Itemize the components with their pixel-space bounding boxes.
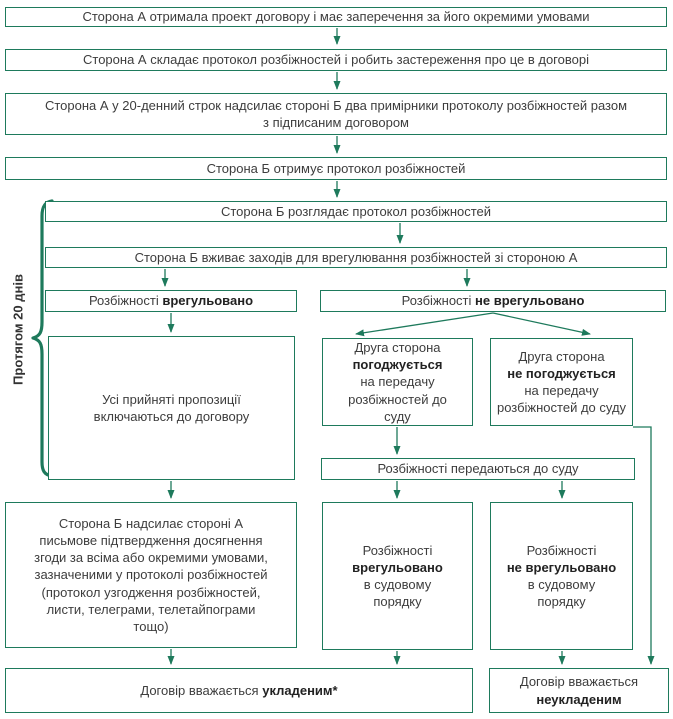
node-text: Договір вважається неукладеним (519, 674, 639, 707)
node-text: Сторона Б отримує протокол розбіжностей (206, 160, 466, 176)
node-contract-concluded: Договір вважається укладеним* (5, 668, 473, 713)
node-unresolved-in-court: Розбіжності не врегульовано в судовому п… (490, 502, 633, 650)
node-text: Договір вважається укладеним* (140, 682, 338, 698)
node-party-a-sends-copies: Сторона А у 20-денний строк надсилає сто… (5, 93, 667, 135)
node-text: Розбіжності передаються до суду (377, 461, 579, 477)
node-party-b-takes-measures: Сторона Б вживає заходів для врегулюванн… (45, 247, 667, 268)
node-text: Розбіжності не врегульовано в судовому п… (506, 542, 617, 610)
node-text: Усі прийняті пропозиції включаються до д… (93, 391, 250, 424)
node-other-party-disagrees: Друга сторона не погоджується на передач… (490, 338, 633, 426)
node-resolved-in-court: Розбіжності врегульовано в судовому поря… (322, 502, 473, 650)
node-text: Розбіжності не врегульовано (401, 293, 585, 309)
node-disagreements-resolved: Розбіжності врегульовано (45, 290, 297, 312)
node-disagreements-unresolved: Розбіжності не врегульовано (320, 290, 666, 312)
node-party-b-reviews: Сторона Б розглядає протокол розбіжносте… (45, 201, 667, 222)
node-text: Сторона А у 20-денний строк надсилає сто… (44, 97, 628, 130)
node-text: Розбіжності врегульовано в судовому поря… (352, 542, 443, 610)
node-party-b-receives: Сторона Б отримує протокол розбіжностей (5, 157, 667, 180)
node-party-a-protocol: Сторона А складає протокол розбіжностей … (5, 49, 667, 71)
node-text: Сторона А складає протокол розбіжностей … (83, 52, 589, 68)
node-text: Сторона Б розглядає протокол розбіжносте… (220, 203, 492, 219)
node-text: Сторона Б надсилає стороні А письмове пі… (34, 515, 268, 634)
node-transferred-to-court: Розбіжності передаються до суду (321, 458, 635, 480)
node-text: Розбіжності врегульовано (88, 293, 254, 309)
node-text: Сторона Б вживає заходів для врегулюванн… (134, 249, 578, 265)
node-text: Сторона А отримала проект договору і має… (82, 9, 590, 25)
node-text: Друга сторона погоджується на передачу р… (348, 340, 447, 424)
node-other-party-agrees: Друга сторона погоджується на передачу р… (322, 338, 473, 426)
node-text: Друга сторона не погоджується на передач… (496, 348, 627, 416)
node-proposals-included: Усі прийняті пропозиції включаються до д… (48, 336, 295, 480)
node-party-b-written-confirmation: Сторона Б надсилає стороні А письмове пі… (5, 502, 297, 648)
node-contract-not-concluded: Договір вважається неукладеним (489, 668, 669, 713)
node-party-a-received-draft: Сторона А отримала проект договору і має… (5, 7, 667, 27)
duration-brace-label: Протягом 20 днів (10, 274, 26, 385)
